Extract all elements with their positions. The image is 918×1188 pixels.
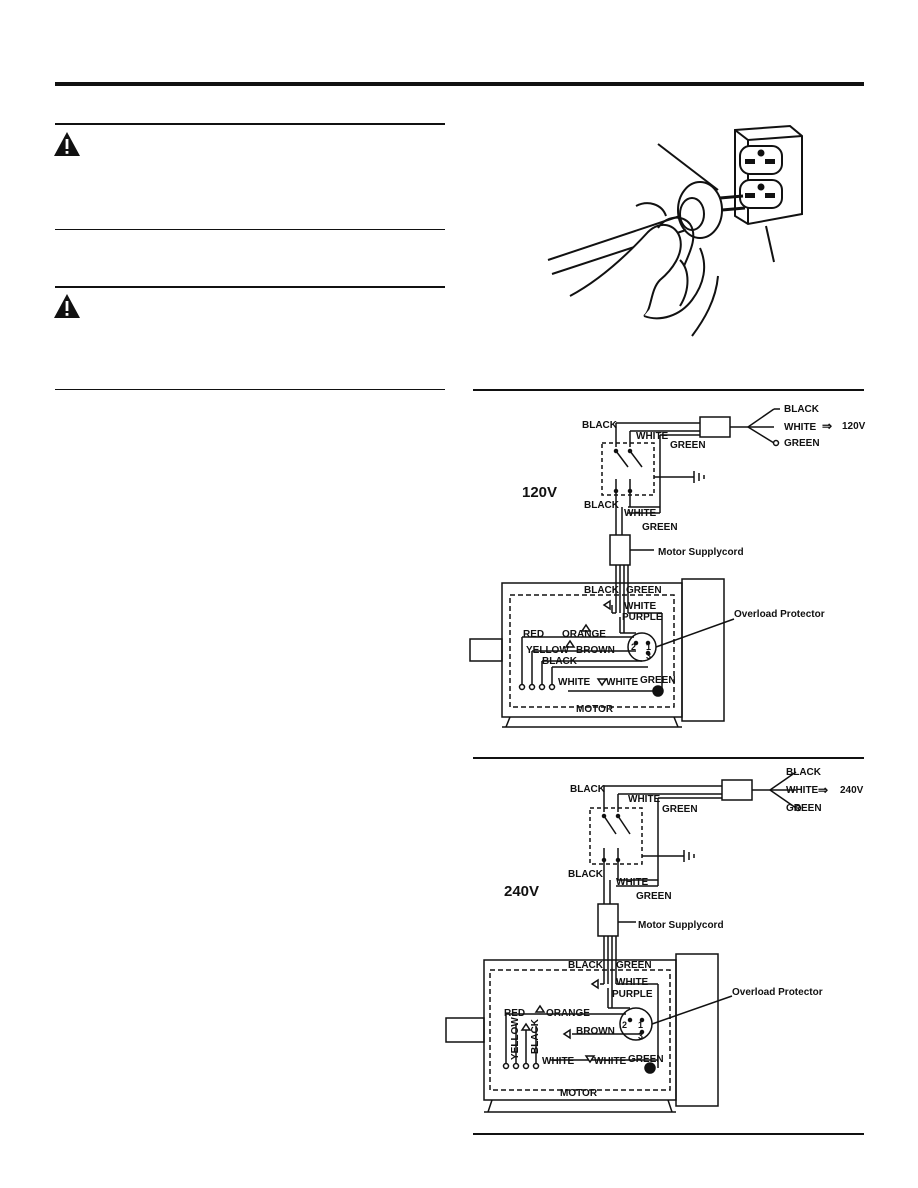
label-black-top: BLACK	[570, 784, 606, 795]
divider-rule-1	[55, 229, 445, 230]
label-green-motor: GREEN	[616, 960, 652, 971]
wiring-diagram-240v: BLACK WHITE GREEN ⇒ 240V BLACK WHITE GRE…	[445, 767, 864, 1113]
bottom-rule	[473, 1133, 864, 1135]
arrow-right-icon: ⇒	[818, 783, 828, 797]
label-white-top: WHITE	[636, 431, 669, 442]
label-motor: MOTOR	[560, 1088, 598, 1099]
label-motor-supplycord: Motor Supplycord	[638, 920, 724, 931]
label-yellow: YELLOW	[526, 645, 569, 656]
label-white-inner1: WHITE	[542, 1056, 575, 1067]
label-overload-protector: Overload Protector	[732, 987, 823, 998]
label-terminal-2: 2	[622, 1020, 627, 1030]
label-plug-voltage: 240V	[840, 785, 864, 796]
label-white-inner1: WHITE	[558, 677, 591, 688]
label-black-mid: BLACK	[584, 500, 620, 511]
voltage-title: 240V	[504, 883, 539, 900]
label-orange: ORANGE	[562, 629, 606, 640]
label-white-mid: WHITE	[624, 508, 657, 519]
label-plug-green: GREEN	[786, 803, 822, 814]
warning-rule-1	[55, 123, 445, 125]
label-plug-green: GREEN	[784, 438, 820, 449]
label-motor-supplycord: Motor Supplycord	[658, 547, 744, 558]
warning-triangle-icon	[54, 294, 80, 318]
label-orange: ORANGE	[546, 1008, 590, 1019]
label-purple: PURPLE	[612, 989, 653, 1000]
label-white-motor: WHITE	[624, 601, 657, 612]
label-green-motor: GREEN	[626, 585, 662, 596]
warning-triangle-icon	[54, 132, 80, 156]
label-green-inner: GREEN	[628, 1054, 664, 1065]
label-purple: PURPLE	[622, 612, 663, 623]
label-terminal-3: 3	[638, 1031, 643, 1041]
wiring-diagram-120v: BLACK WHITE GREEN ⇒ 120V BLACK WHITE GRE…	[469, 404, 866, 728]
label-brown: BROWN	[576, 645, 615, 656]
label-black-top: BLACK	[582, 420, 618, 431]
label-black-inner: BLACK	[530, 1018, 541, 1054]
label-red: RED	[504, 1008, 525, 1019]
label-terminal-3: 3	[646, 651, 651, 661]
label-motor: MOTOR	[576, 704, 614, 715]
warning-rule-2	[55, 286, 445, 288]
label-white-mid: WHITE	[616, 877, 649, 888]
divider-rule-2	[55, 389, 445, 390]
label-terminal-1: 1	[646, 642, 651, 652]
label-black-motor: BLACK	[584, 585, 620, 596]
label-plug-black: BLACK	[786, 767, 822, 778]
label-black-mid: BLACK	[568, 869, 604, 880]
label-green-mid: GREEN	[642, 522, 678, 533]
label-white-motor: WHITE	[616, 977, 649, 988]
plug-outlet-illustration	[547, 124, 803, 337]
diagram-rule-120	[473, 389, 864, 391]
label-green-mid: GREEN	[636, 891, 672, 902]
label-plug-black: BLACK	[784, 404, 820, 415]
label-red: RED	[523, 629, 544, 640]
label-green-top: GREEN	[662, 804, 698, 815]
label-brown: BROWN	[576, 1026, 615, 1037]
arrow-right-icon: ⇒	[822, 419, 832, 433]
label-overload-protector: Overload Protector	[734, 609, 825, 620]
label-plug-white: WHITE	[786, 785, 819, 796]
voltage-title: 120V	[522, 484, 557, 501]
label-terminal-1: 1	[638, 1020, 643, 1030]
label-black-inner: BLACK	[542, 656, 578, 667]
diagram-rule-240	[473, 757, 864, 759]
label-white-inner2: WHITE	[606, 677, 639, 688]
label-yellow: YELLOW	[510, 1017, 521, 1060]
label-black-motor: BLACK	[568, 960, 604, 971]
label-terminal-2: 2	[631, 642, 636, 652]
label-green-inner: GREEN	[640, 675, 676, 686]
label-white-inner2: WHITE	[594, 1056, 627, 1067]
label-plug-voltage: 120V	[842, 421, 866, 432]
label-plug-white: WHITE	[784, 422, 817, 433]
top-rule	[55, 82, 864, 86]
label-white-top: WHITE	[628, 794, 661, 805]
label-green-top: GREEN	[670, 440, 706, 451]
